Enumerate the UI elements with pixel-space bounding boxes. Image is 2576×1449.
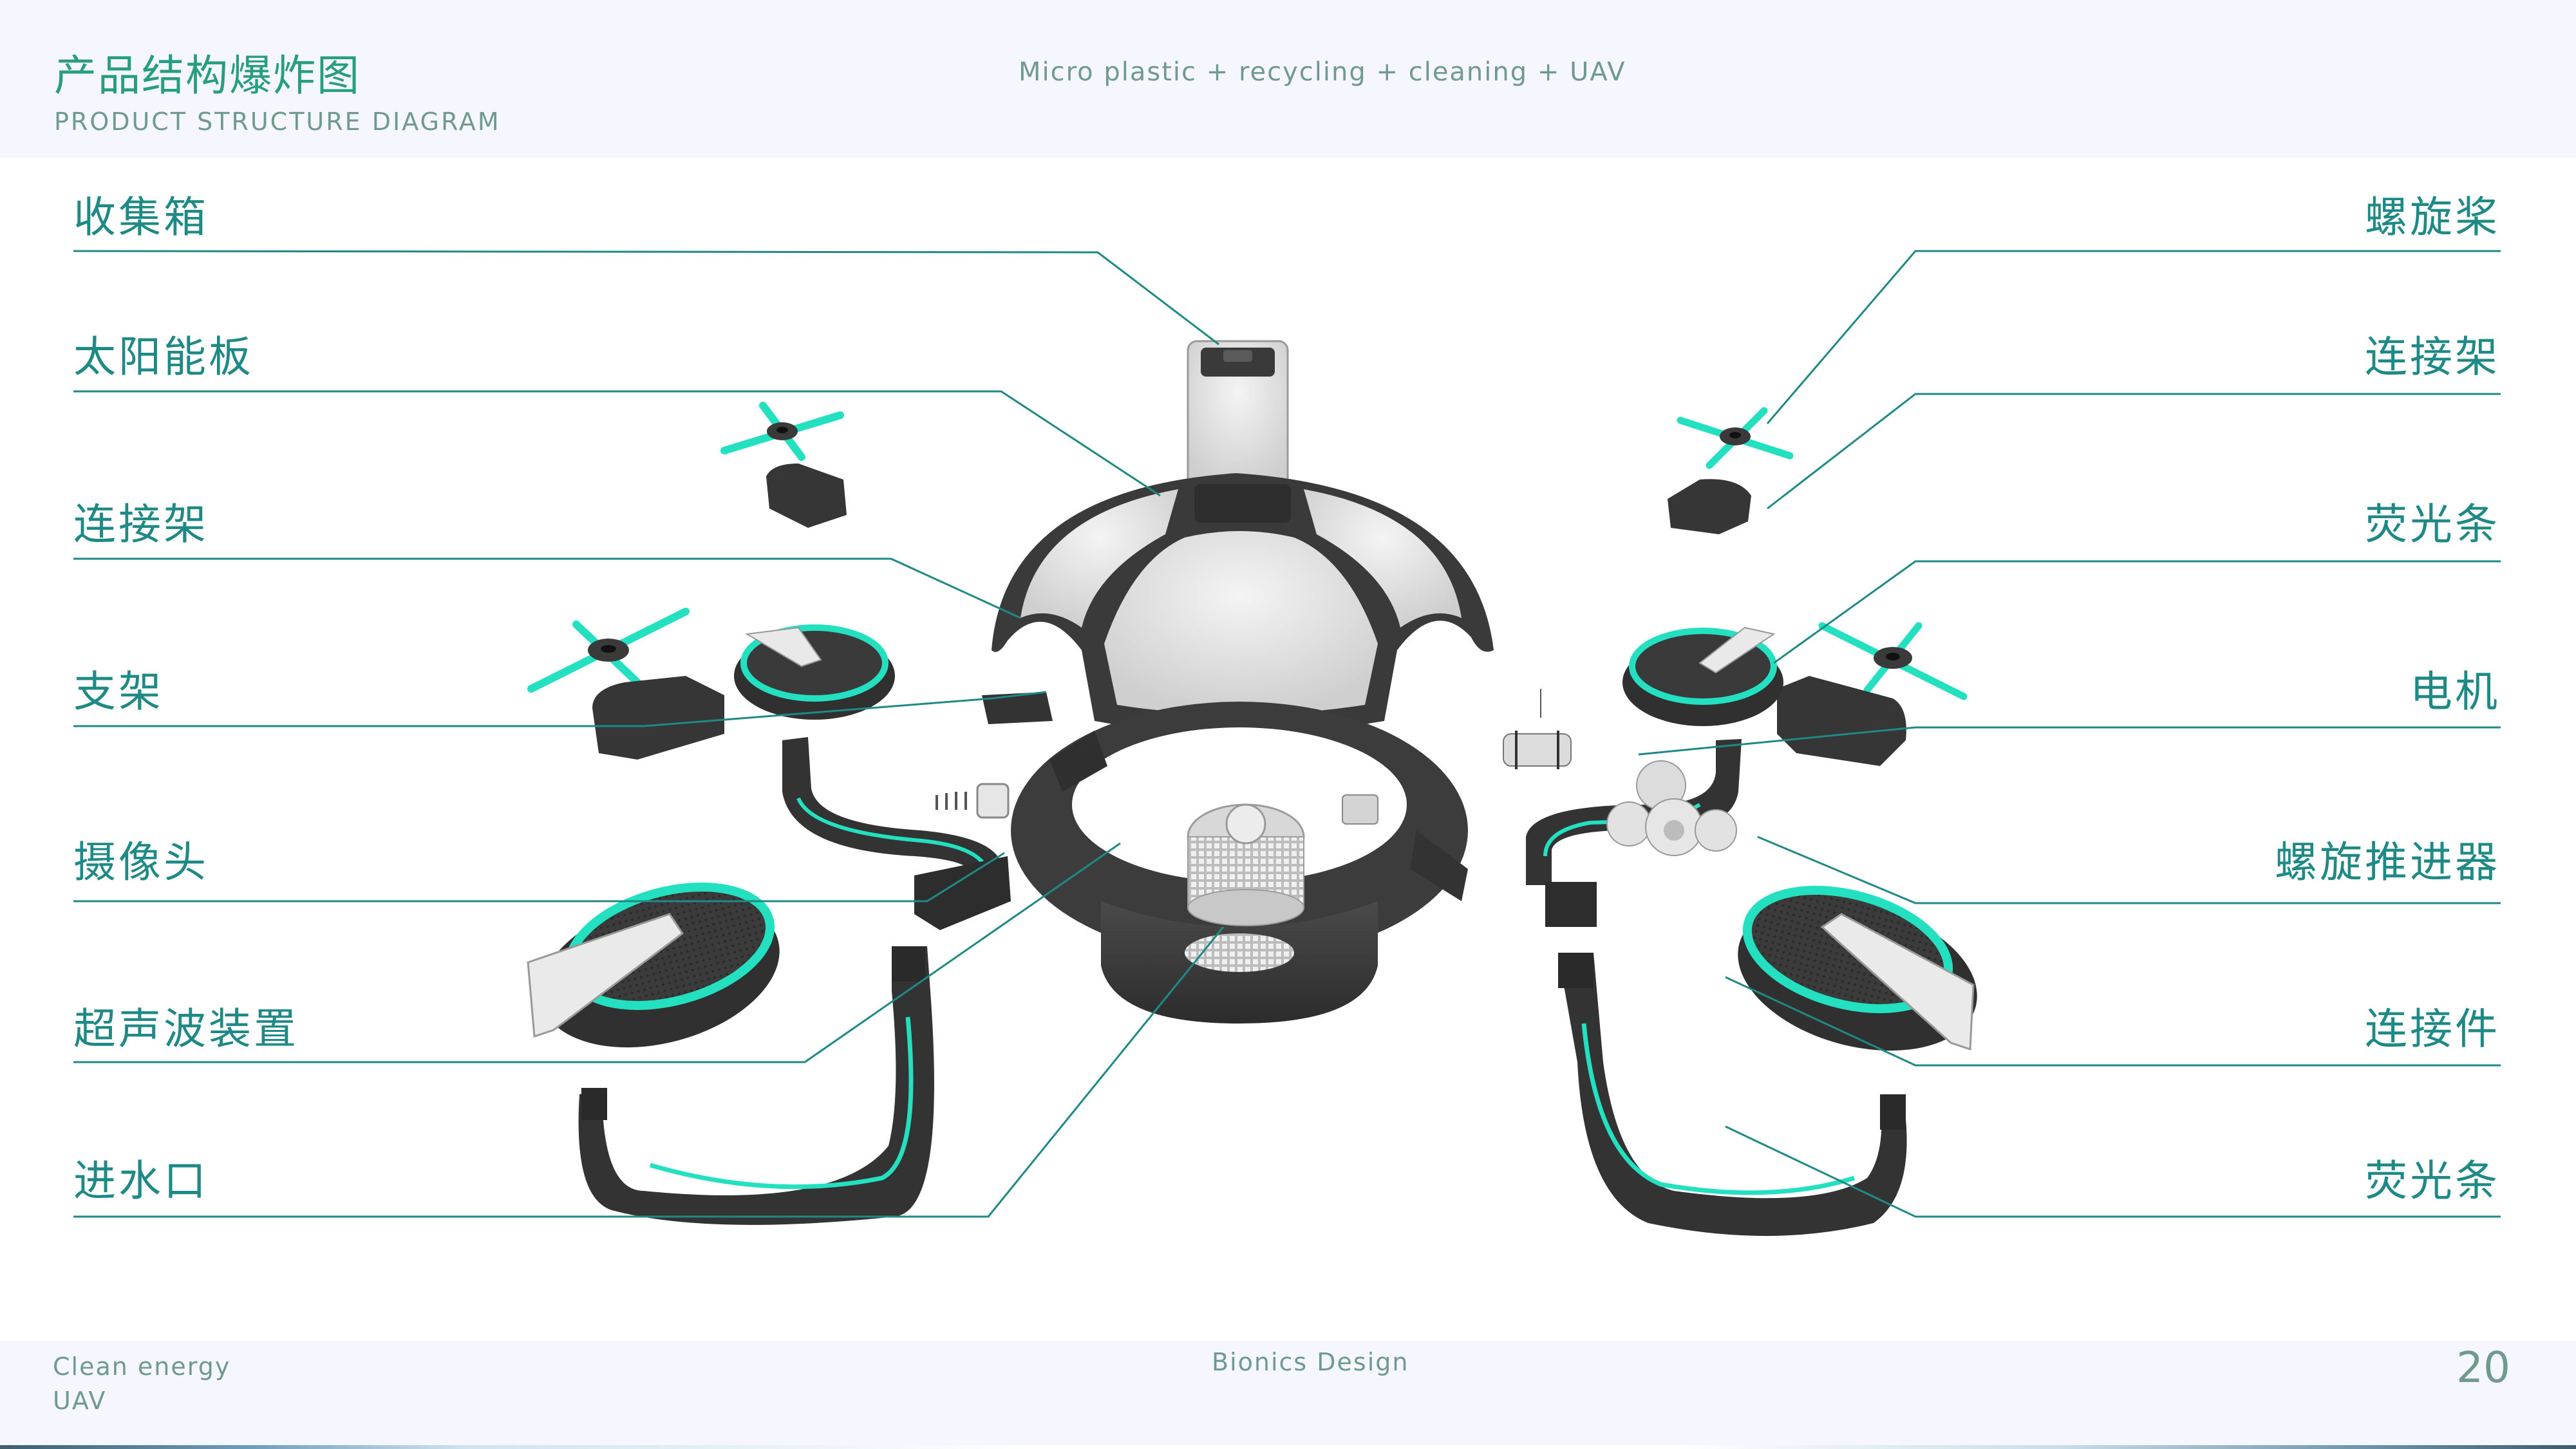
propeller-left-bottom <box>527 608 690 693</box>
footer-tag-clean-energy: Clean energy <box>53 1352 231 1381</box>
label-solar-panel: 太阳能板 <box>73 332 254 382</box>
footer-tag-uav: UAV <box>53 1387 107 1415</box>
page-title-english: PRODUCT STRUCTURE DIAGRAM <box>54 108 501 136</box>
label-ultrasonic-device: 超声波装置 <box>73 1004 299 1054</box>
propeller-right-top <box>1677 407 1794 469</box>
screw-thruster <box>1606 760 1737 856</box>
label-collection-box: 收集箱 <box>73 192 209 242</box>
label-propeller: 螺旋桨 <box>2365 192 2500 242</box>
sensor-box <box>1342 794 1378 825</box>
collection-box <box>1187 340 1289 491</box>
connector-block-left-bottom <box>592 676 724 760</box>
label-fluorescent-strip-upper: 荧光条 <box>2365 500 2500 549</box>
motor-pod-right-bottom <box>1738 886 1977 1051</box>
ultrasonic-device <box>1187 803 1305 926</box>
label-connecting-frame-left: 连接架 <box>73 500 209 549</box>
motor-pod-left-bottom <box>527 883 780 1048</box>
motor-pod-right-top <box>1622 626 1783 726</box>
bracket-clip <box>982 692 1053 724</box>
motor-cylinder <box>1503 689 1572 769</box>
camera-module <box>935 783 1010 819</box>
leader-lines <box>73 250 2501 1218</box>
connector-block-right-bottom <box>1777 676 1906 766</box>
motor-pod-left-top <box>734 624 895 720</box>
support-arm-left-lower <box>578 946 934 1225</box>
support-arm-left-upper <box>782 737 1011 930</box>
label-connecting-frame-right: 连接架 <box>2365 332 2500 382</box>
solar-panel-dome <box>992 473 1494 734</box>
page-subtitle: Micro plastic + recycling + cleaning + U… <box>1019 57 1626 87</box>
connector-block-left-top <box>766 463 847 528</box>
propeller-right-bottom <box>1818 622 1968 700</box>
label-water-inlet: 进水口 <box>73 1156 209 1206</box>
label-screw-thruster: 螺旋推进器 <box>2275 837 2500 887</box>
bottom-accent-strip <box>0 1445 2576 1449</box>
page-title: 产品结构爆炸图 <box>54 51 361 100</box>
propeller-left-top <box>720 402 844 461</box>
header-band <box>0 0 2576 158</box>
footer-band <box>0 1341 2576 1445</box>
footer-center-text: Bionics Design <box>1212 1348 1409 1376</box>
label-camera: 摄像头 <box>73 837 209 887</box>
label-bracket: 支架 <box>73 667 164 716</box>
footer-left-text: Clean energy UAV <box>53 1350 230 1418</box>
connector-block-right-top <box>1668 479 1751 534</box>
page-number: 20 <box>2456 1343 2510 1392</box>
label-connector: 连接件 <box>2365 1004 2500 1054</box>
label-fluorescent-strip-lower: 荧光条 <box>2365 1156 2500 1206</box>
label-motor: 电机 <box>2410 667 2500 716</box>
support-arm-right-lower <box>1558 953 1907 1236</box>
